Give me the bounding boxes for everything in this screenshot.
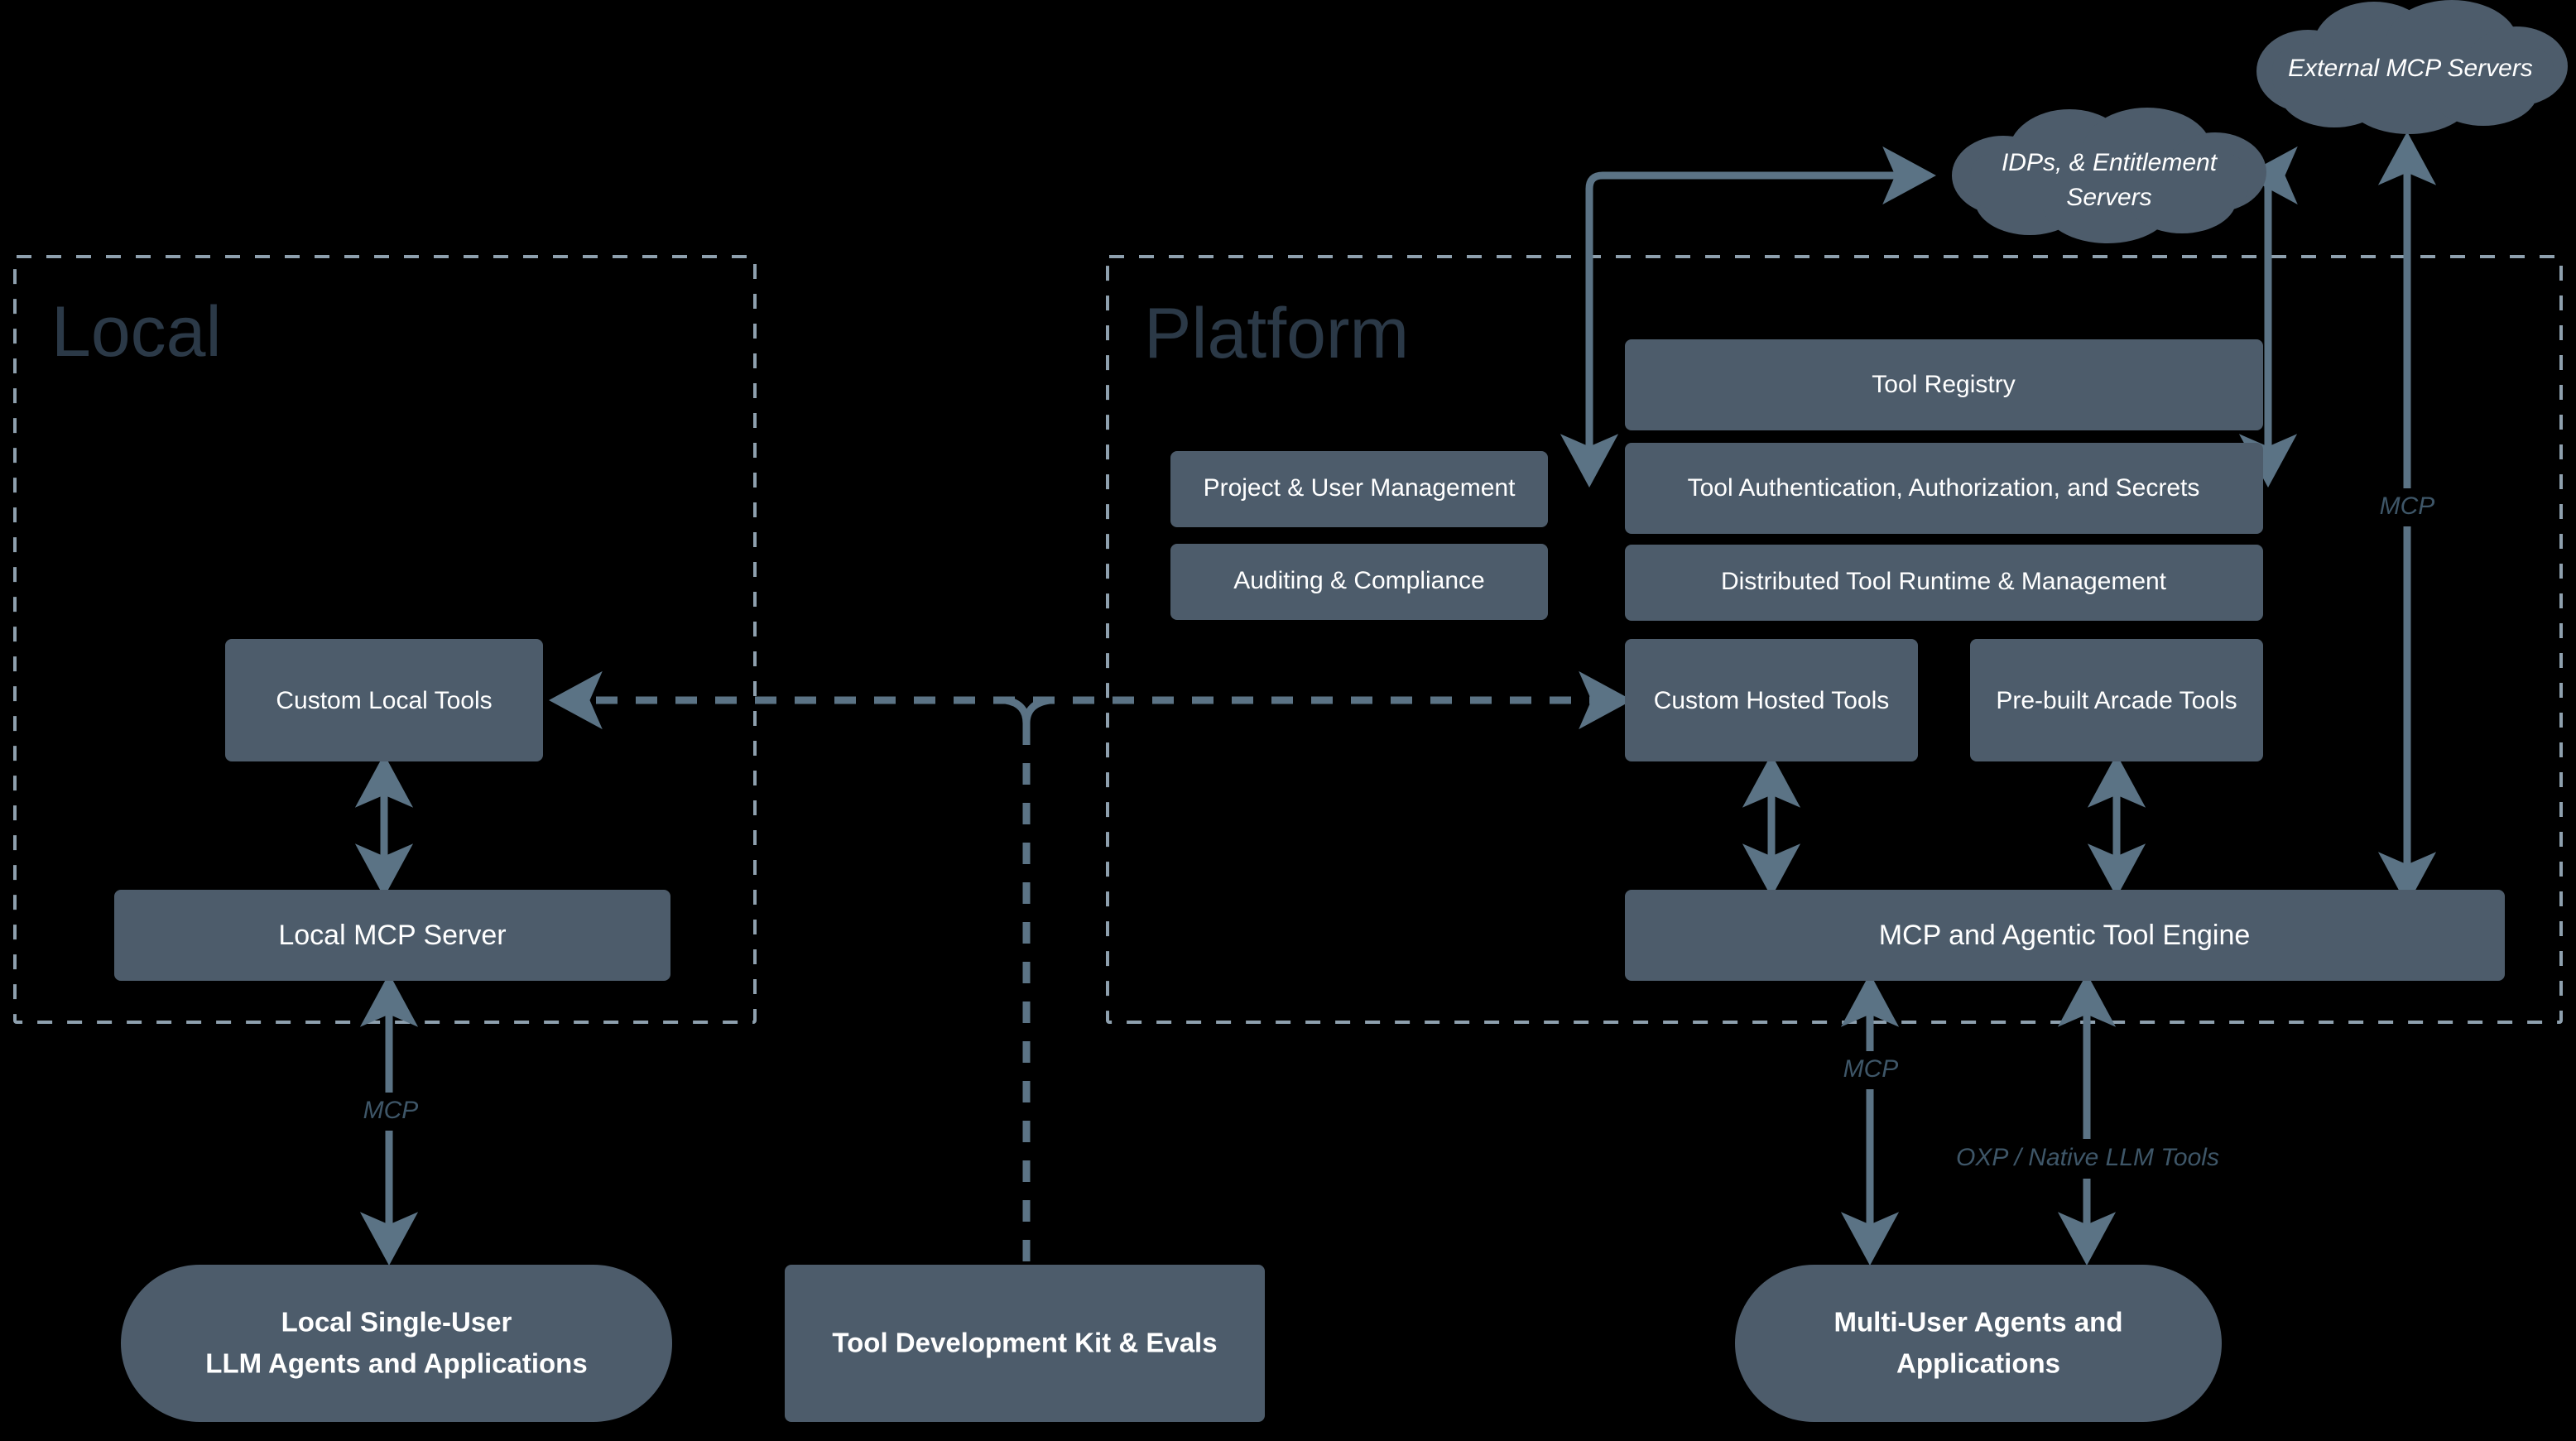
node-project-user-management-label: Project & User Management xyxy=(1204,474,1516,502)
edge-label-engine-mcp-backing xyxy=(1814,1051,1910,1089)
edge-label-local-mcp-backing xyxy=(331,1093,427,1131)
node-custom-hosted-tools-label: Custom Hosted Tools xyxy=(1654,687,1890,714)
cloud-idps-entitlement-servers: IDPs, & Entitlement Servers xyxy=(1952,108,2266,243)
node-mcp-agentic-tool-engine-label: MCP and Agentic Tool Engine xyxy=(1879,920,2251,951)
terminal-multi-user-agents[interactable]: Multi-User Agents and Applications xyxy=(1735,1265,2222,1422)
terminal-tool-development-kit[interactable]: Tool Development Kit & Evals xyxy=(785,1265,1265,1422)
edge-label-group: MCP MCP MCP OXP / Native LLM Tools xyxy=(331,488,2455,1179)
node-custom-hosted-tools[interactable]: Custom Hosted Tools xyxy=(1625,639,1918,761)
edge-label-external-mcp-backing xyxy=(2359,488,2455,526)
node-tool-registry-label: Tool Registry xyxy=(1872,371,2015,398)
node-project-user-management[interactable]: Project & User Management xyxy=(1170,451,1548,527)
node-distributed-tool-runtime[interactable]: Distributed Tool Runtime & Management xyxy=(1625,545,2263,621)
node-local-mcp-server-box[interactable] xyxy=(114,890,670,981)
cloud-external-mcp-servers: External MCP Servers xyxy=(2256,0,2568,134)
node-tool-authentication-label: Tool Authentication, Authorization, and … xyxy=(1688,474,2200,502)
node-tool-authentication-box[interactable] xyxy=(1625,443,2263,534)
node-auditing-compliance-label: Auditing & Compliance xyxy=(1233,567,1485,594)
zone-local: Local xyxy=(13,255,757,1024)
terminal-local-single-user-agents[interactable]: Local Single-User LLM Agents and Applica… xyxy=(121,1265,672,1422)
edge-label-engine-mcp: MCP xyxy=(1843,1055,1899,1083)
node-custom-local-tools[interactable]: Custom Local Tools xyxy=(225,639,543,761)
edge-label-local-mcp: MCP xyxy=(363,1097,419,1124)
terminal-tool-development-kit-label: Tool Development Kit & Evals xyxy=(832,1328,1217,1358)
node-prebuilt-arcade-tools-label: Pre-built Arcade Tools xyxy=(1996,687,2237,714)
node-tool-authentication[interactable]: Tool Authentication, Authorization, and … xyxy=(1625,443,2263,534)
node-prebuilt-arcade-tools[interactable]: Pre-built Arcade Tools xyxy=(1970,639,2263,761)
node-mcp-agentic-tool-engine-box[interactable] xyxy=(1625,890,2505,981)
zone-local-border xyxy=(13,255,757,1024)
terminal-multi-user-agents-box[interactable] xyxy=(1735,1265,2222,1422)
node-tool-registry-box[interactable] xyxy=(1625,339,2263,430)
terminal-local-agents-line2: LLM Agents and Applications xyxy=(205,1348,587,1379)
edge-label-oxp-backing xyxy=(1929,1139,2250,1179)
edge-label-external-mcp: MCP xyxy=(2380,492,2435,520)
node-distributed-tool-runtime-label: Distributed Tool Runtime & Management xyxy=(1721,568,2167,595)
terminal-local-single-user-agents-box[interactable] xyxy=(121,1265,672,1422)
node-custom-hosted-tools-box[interactable] xyxy=(1625,639,1918,761)
node-custom-local-tools-label: Custom Local Tools xyxy=(276,687,492,714)
terminal-tool-development-kit-box[interactable] xyxy=(785,1265,1265,1422)
node-mcp-agentic-tool-engine[interactable]: MCP and Agentic Tool Engine xyxy=(1625,890,2505,981)
cloud-idps-label-line2: Servers xyxy=(2066,184,2151,211)
terminal-multi-user-agents-line2: Applications xyxy=(1896,1348,2060,1379)
node-distributed-tool-runtime-box[interactable] xyxy=(1625,545,2263,621)
node-prebuilt-arcade-tools-box[interactable] xyxy=(1970,639,2263,761)
terminal-multi-user-agents-line1: Multi-User Agents and xyxy=(1834,1307,2123,1338)
node-project-user-management-box[interactable] xyxy=(1170,451,1548,527)
edge-label-oxp: OXP / Native LLM Tools xyxy=(1956,1144,2219,1171)
node-tool-registry[interactable]: Tool Registry xyxy=(1625,339,2263,430)
node-auditing-compliance[interactable]: Auditing & Compliance xyxy=(1170,544,1548,620)
connector-tdk-branch-right xyxy=(1022,696,1054,728)
node-local-mcp-server[interactable]: Local MCP Server xyxy=(114,890,670,981)
terminal-local-agents-line1: Local Single-User xyxy=(281,1307,512,1338)
zone-local-title: Local xyxy=(51,292,222,372)
connector-project-management-to-idps xyxy=(1560,146,1937,488)
node-local-mcp-server-label: Local MCP Server xyxy=(278,920,506,951)
cloud-external-mcp-servers-label: External MCP Servers xyxy=(2288,55,2533,82)
zone-platform-title: Platform xyxy=(1144,294,1409,373)
node-auditing-compliance-box[interactable] xyxy=(1170,544,1548,620)
cloud-idps-label-line1: IDPs, & Entitlement xyxy=(2002,149,2218,176)
connector-tool-auth-to-idps xyxy=(2238,146,2298,488)
node-custom-local-tools-box[interactable] xyxy=(225,639,543,761)
